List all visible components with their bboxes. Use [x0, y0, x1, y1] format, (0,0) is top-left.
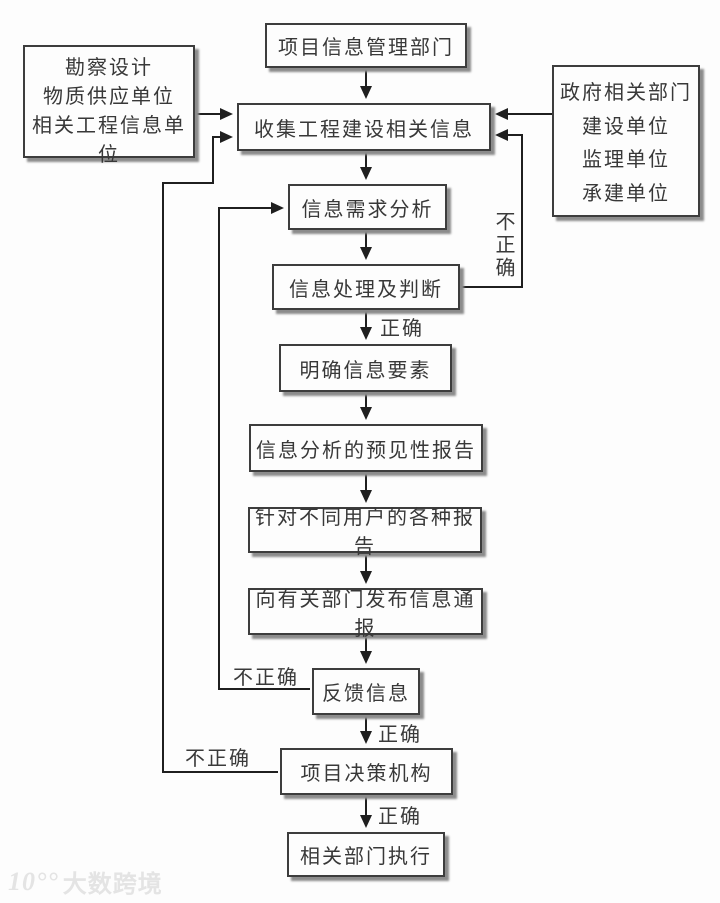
edge-label-correct-after-decision: 正确 [378, 806, 422, 828]
node-label: 向有关部门发布信息通报 [255, 588, 476, 640]
node-right-sources: 政府相关部门 建设单位 监理单位 承建单位 [552, 65, 700, 217]
node-label: 项目决策机构 [300, 763, 433, 785]
node-label-line: 物质供应单位 [43, 86, 175, 108]
node-label: 相关部门执行 [300, 846, 432, 868]
watermark-logo: 10°° [8, 866, 59, 896]
node-predictive-report: 信息分析的预见性报告 [249, 424, 483, 472]
node-collect-info: 收集工程建设相关信息 [237, 103, 491, 151]
node-label-line: 勘察设计 [65, 57, 153, 79]
node-departments-execute: 相关部门执行 [287, 832, 445, 877]
node-issue-notification: 向有关部门发布信息通报 [248, 588, 483, 640]
node-label-line: 相关工程信息单位 [32, 115, 186, 166]
node-decision-body: 项目决策机构 [280, 748, 453, 795]
node-label-line: 建设单位 [582, 115, 670, 138]
node-user-reports: 针对不同用户的各种报告 [248, 507, 482, 558]
node-label: 明确信息要素 [299, 359, 432, 382]
edge-label-correct-after-process: 正确 [380, 318, 424, 340]
node-label-line: 政府相关部门 [560, 81, 692, 104]
node-label: 信息分析的预见性报告 [256, 439, 476, 462]
node-label: 项目信息管理部门 [278, 37, 454, 59]
edge-label-incorrect-process: 不正确 [492, 211, 514, 280]
node-label: 信息需求分析 [301, 198, 434, 221]
node-label-line: 承建单位 [582, 183, 670, 206]
node-label: 针对不同用户的各种报告 [255, 507, 475, 558]
node-feedback-info: 反馈信息 [312, 668, 420, 715]
node-clarify-elements: 明确信息要素 [279, 344, 452, 392]
node-label-line: 监理单位 [582, 149, 670, 172]
node-demand-analysis: 信息需求分析 [288, 184, 447, 230]
node-label: 收集工程建设相关信息 [254, 118, 474, 141]
node-info-management-dept: 项目信息管理部门 [265, 23, 467, 68]
watermark-text: 大数跨境 [62, 872, 163, 898]
node-left-sources: 勘察设计 物质供应单位 相关工程信息单位 [23, 45, 195, 166]
watermark: 10°° 大数跨境 [8, 864, 163, 899]
node-label: 信息处理及判断 [289, 278, 443, 301]
edge-label-incorrect-decision: 不正确 [185, 748, 251, 770]
edge-feedback-incorrect-loop [218, 202, 310, 690]
edge-label-correct-after-feedback: 正确 [378, 724, 422, 746]
edge-process-incorrect-loop [460, 129, 523, 288]
node-label: 反馈信息 [322, 683, 410, 705]
node-process-judge: 信息处理及判断 [272, 264, 460, 310]
edge-decision-incorrect-loop [162, 131, 278, 773]
edge-label-incorrect-feedback: 不正确 [233, 667, 299, 689]
